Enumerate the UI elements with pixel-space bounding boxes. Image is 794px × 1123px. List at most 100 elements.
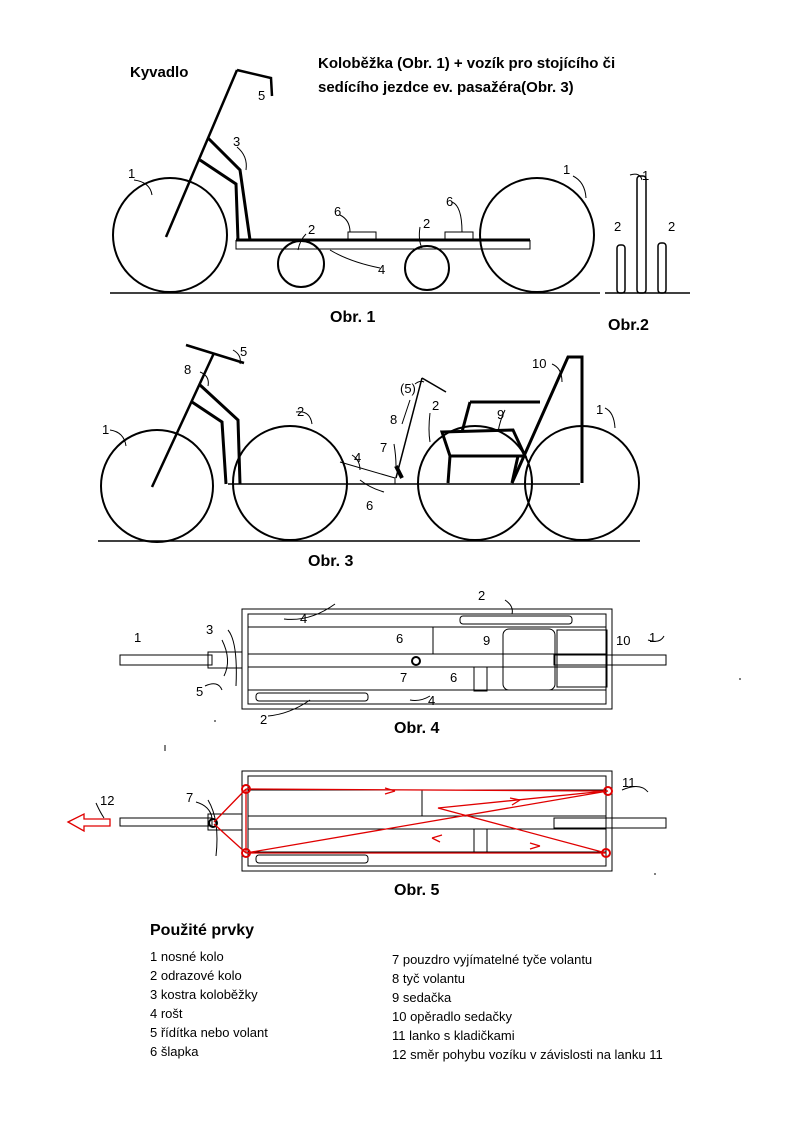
labels-obr3: 1 1 2 2 5 (5) 8 8 7 4 6 9 10 xyxy=(102,344,603,513)
legend-item: 4 rošt xyxy=(150,1006,183,1021)
deck-frame xyxy=(235,240,531,250)
label-1: 1 xyxy=(563,162,570,177)
label-1: 1 xyxy=(128,166,135,181)
platform-outline xyxy=(241,770,613,872)
label-2: 2 xyxy=(260,712,267,727)
label-4: 4 xyxy=(428,693,435,708)
front-wheel xyxy=(100,429,214,543)
figure-obr1 xyxy=(110,68,600,294)
legend-item: 10 opěradlo sedačky xyxy=(392,1009,512,1024)
footplate xyxy=(473,666,488,692)
label-1: 1 xyxy=(642,168,649,183)
steering-rod xyxy=(395,377,423,479)
direction-arrow xyxy=(431,834,443,843)
figure-obr5 xyxy=(119,770,667,875)
labels-obr2: 2 1 2 xyxy=(614,168,675,234)
legend-item: 11 lanko s kladičkami xyxy=(392,1028,515,1043)
label-8: 8 xyxy=(390,412,397,427)
rear-wheel-top xyxy=(553,817,667,829)
label-7: 7 xyxy=(380,440,387,455)
seat xyxy=(439,428,528,458)
rear-wheel-top xyxy=(553,654,667,666)
label-7: 7 xyxy=(400,670,407,685)
footplate-b xyxy=(444,231,474,240)
pulley xyxy=(601,848,611,858)
caption-obr1: Obr. 1 xyxy=(330,309,375,326)
label-6: 6 xyxy=(450,670,457,685)
legend-item: 3 kostra koloběžky xyxy=(150,987,258,1002)
deck-hitch xyxy=(339,461,396,484)
labels-obr5: 12 7 11 xyxy=(100,775,636,808)
label-2: 2 xyxy=(668,219,675,234)
title-line-1: Koloběžka (Obr. 1) + vozík pro stojícího… xyxy=(318,55,615,72)
wheel-2-side xyxy=(657,242,667,294)
cable-system xyxy=(66,784,613,858)
backrest-top xyxy=(556,629,608,688)
legend-item: 5 řídítka nebo volant xyxy=(150,1025,268,1040)
push-wheel xyxy=(232,425,348,541)
legend-title: Použité prvky xyxy=(150,922,255,939)
frame-lower xyxy=(191,400,228,485)
caption-obr3: Obr. 3 xyxy=(308,553,353,570)
travel-direction-arrow xyxy=(66,812,111,833)
steering-tube xyxy=(150,352,216,488)
trailer-wheel xyxy=(417,425,533,541)
legend-item: 8 tyč volantu xyxy=(392,971,465,986)
label-5: 5 xyxy=(196,684,203,699)
label-1: 1 xyxy=(649,630,656,645)
figure-obr3 xyxy=(98,343,640,543)
steering-wheel xyxy=(421,377,447,393)
rod-sleeve xyxy=(208,818,218,828)
label-2: 2 xyxy=(308,222,315,237)
wheel-1-side xyxy=(636,175,647,294)
legend-item: 9 sedačka xyxy=(392,990,452,1005)
handlebar xyxy=(236,68,274,97)
label-6: 6 xyxy=(366,498,373,513)
label-9: 9 xyxy=(483,633,490,648)
pulley xyxy=(603,786,613,796)
rod-sleeve xyxy=(394,465,404,479)
label-5: 5 xyxy=(258,88,265,103)
caption-obr5: Obr. 5 xyxy=(394,882,439,899)
frame-lower xyxy=(199,158,240,241)
label-2: 2 xyxy=(614,219,621,234)
label-3: 3 xyxy=(233,134,240,149)
labels-obr1: 1 1 3 5 6 6 2 2 4 xyxy=(128,88,570,277)
label-11: 11 xyxy=(622,775,636,790)
label-6: 6 xyxy=(396,631,403,646)
label-7: 7 xyxy=(186,790,193,805)
label-3: 3 xyxy=(206,622,213,637)
front-wheel-top xyxy=(119,817,213,827)
steering-tube xyxy=(164,69,239,238)
legend-item: 1 nosné kolo xyxy=(150,949,224,964)
push-wheel-b xyxy=(404,245,450,291)
direction-arrow xyxy=(529,842,541,850)
leader-4 xyxy=(329,249,381,269)
caption-obr2: Obr.2 xyxy=(608,317,649,334)
push-wheel-a xyxy=(277,240,325,288)
label-kyvadlo: Kyvadlo xyxy=(130,64,188,81)
label-5-parenthesised: (5) xyxy=(400,381,416,396)
front-wheel xyxy=(112,177,228,293)
rod-sleeve xyxy=(411,656,421,666)
fork-top xyxy=(207,813,243,831)
caption-obr4: Obr. 4 xyxy=(394,720,439,737)
label-2: 2 xyxy=(423,216,430,231)
legend-item: 7 pouzdro vyjímatelné tyče volantu xyxy=(392,952,593,967)
label-10: 10 xyxy=(616,633,630,648)
label-1: 1 xyxy=(596,402,603,417)
legend-column-2: 7 pouzdro vyjímatelné tyče volantu 8 tyč… xyxy=(392,950,663,1064)
cable-to-sleeve xyxy=(213,823,247,854)
label-9: 9 xyxy=(497,407,504,422)
center-beam xyxy=(247,653,607,668)
figure-obr4 xyxy=(119,599,741,751)
legend-item: 6 šlapka xyxy=(150,1044,199,1059)
label-2: 2 xyxy=(432,398,439,413)
label-5: 5 xyxy=(240,344,247,359)
legend-column-1: 1 nosné kolo 2 odrazové kolo 3 kostra ko… xyxy=(150,947,268,1061)
labels-obr4: 1 1 3 5 4 4 2 2 6 6 7 9 10 xyxy=(134,588,656,727)
front-wheel-top xyxy=(119,654,213,666)
label-2: 2 xyxy=(478,588,485,603)
label-6: 6 xyxy=(446,194,453,209)
wheel-2-side xyxy=(616,244,626,294)
